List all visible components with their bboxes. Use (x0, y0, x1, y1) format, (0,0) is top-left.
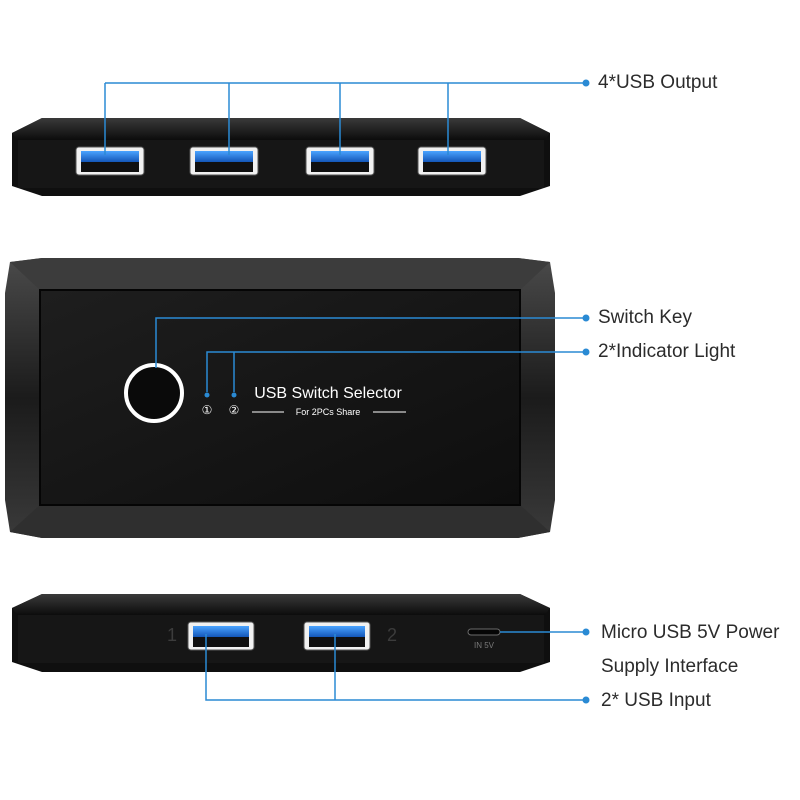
callout-dot (582, 348, 590, 356)
usb-input-label: 2* USB Input (601, 690, 711, 711)
usb-output-port (417, 146, 487, 176)
callout-dot (582, 79, 590, 87)
power-interface-label-line2: Supply Interface (601, 656, 739, 677)
top-view-device (12, 79, 590, 196)
power-port-label: IN 5V (474, 641, 495, 650)
power-interface-label-line1: Micro USB 5V Power (601, 622, 780, 643)
usb-output-port (305, 146, 375, 176)
usb-input-port-2 (303, 621, 371, 651)
device-subtitle: For 2PCs Share (296, 407, 361, 417)
usb-output-port (189, 146, 259, 176)
led-1-label: ① (202, 403, 213, 417)
front-callout-lines (155, 317, 586, 392)
front-view-device: ① ② USB Switch Selector For 2PCs Share (5, 258, 590, 538)
back-view-device: 1 2 IN 5V (12, 594, 590, 704)
port-1-number: 1 (167, 625, 177, 645)
back-callout-lines (205, 631, 586, 701)
indicator-led-2 (231, 392, 237, 398)
usb-output-callout-lines (104, 82, 586, 155)
port-2-number: 2 (387, 625, 397, 645)
callout-dot (582, 696, 590, 704)
usb-output-label: 4*USB Output (598, 72, 718, 93)
indicator-light-label: 2*Indicator Light (598, 341, 736, 362)
usb-output-port (75, 146, 145, 176)
usb-input-port-1 (187, 621, 255, 651)
led-2-label: ② (229, 403, 240, 417)
switch-key-label: Switch Key (598, 307, 692, 328)
callout-dot (582, 314, 590, 322)
switch-key (124, 363, 184, 423)
indicator-led-1 (204, 392, 210, 398)
device-title: USB Switch Selector (254, 385, 402, 402)
micro-usb-power-port (467, 628, 501, 636)
callout-dot (582, 628, 590, 636)
